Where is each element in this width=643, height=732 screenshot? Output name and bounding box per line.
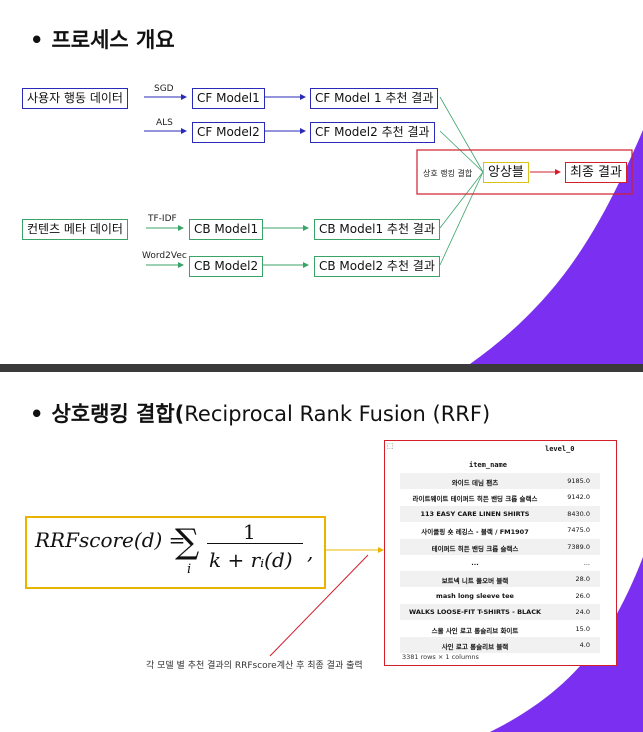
row-item-name: 테이퍼드 히든 밴딩 크롭 슬랙스 (431, 544, 519, 553)
cb-model1-result-box: CB Model1 추천 결과 (314, 219, 440, 240)
row-value: 4.0 (579, 641, 590, 649)
table-row: 113 EASY CARE LINEN SHIRTS 8430.0 (400, 505, 600, 522)
ensemble-box: 앙상블 (483, 162, 529, 183)
row-item-name: mash long sleeve tee (436, 591, 514, 600)
table-row: 라이트웨이트 테이퍼드 히든 밴딩 크롭 슬랙스 9142.0 (400, 489, 600, 505)
row-item-name: 보트넥 니트 풀오버 블랙 (441, 577, 509, 586)
cb-model1-box: CB Model1 (189, 219, 264, 240)
column-header: level_0 (545, 445, 575, 453)
formula-denominator: k + rᵢ(d) (209, 548, 293, 572)
ensemble-note: 상호 랭킹 결합 (423, 169, 473, 178)
ensemble-group-border (416, 149, 633, 195)
row-value: 8430.0 (567, 509, 590, 518)
table-footer: 3381 rows × 1 columns (402, 653, 479, 661)
user-behavior-data-box: 사용자 행동 데이터 (22, 88, 128, 109)
formula-sum-symbol: ∑ (175, 522, 200, 562)
formula-sum-index: i (187, 562, 192, 577)
final-result-box: 최종 결과 (565, 162, 627, 183)
row-item-name: 113 EASY CARE LINEN SHIRTS (420, 509, 530, 518)
row-value: 28.0 (575, 575, 590, 584)
table-row: 사인 로고 롱슬리브 블랙 4.0 (400, 637, 600, 653)
slide1-decoration (144, 94, 643, 364)
row-value: ... (583, 559, 590, 567)
row-value: 9185.0 (567, 477, 590, 485)
slide-process-overview: • 프로세스 개요 사용자 행동 데이터 컨텐츠 메타 데이터 SGD ALS T… (0, 0, 643, 364)
cf-model1-box: CF Model1 (192, 88, 265, 109)
cf-model2-result-box: CF Model2 추천 결과 (310, 122, 435, 143)
table-row: 와이드 데님 팬츠 9185.0 (400, 473, 600, 489)
table-row: WALKS LOOSE-FIT T-SHIRTS - BLACK 24.0 (400, 604, 600, 621)
slide2-decoration (269, 547, 643, 732)
table-row: 스몰 사인 로고 롱슬리브 화이트 15.0 (400, 621, 600, 637)
row-value: 9142.0 (567, 493, 590, 502)
method-label-word2vec: Word2Vec (142, 251, 187, 261)
table-row: 보트넥 니트 풀오버 블랙 28.0 (400, 571, 600, 588)
title-light-text: Reciprocal Rank Fusion (RRF) (184, 402, 491, 426)
page-title: • 상호랭킹 결합(Reciprocal Rank Fusion (RRF) (30, 398, 490, 428)
formula-fraction-bar (207, 543, 303, 544)
rrf-result-table: ⬚ level_0 item_name 와이드 데님 팬츠 9185.0 라이트웨이… (384, 440, 617, 666)
row-value: 7475.0 (567, 526, 590, 535)
row-value: 26.0 (575, 591, 590, 600)
purple-corner-shape (490, 557, 643, 732)
row-item-name: 사인 로고 롱슬리브 블랙 (441, 643, 509, 651)
page-title: • 프로세스 개요 (30, 24, 175, 54)
slide-rrf: • 상호랭킹 결합(Reciprocal Rank Fusion (RRF) RR… (0, 372, 643, 732)
cf-model2-box: CF Model2 (192, 122, 265, 143)
row-item-name: 와이드 데님 팬츠 (451, 479, 499, 487)
rrf-formula: RRFscore(d) = ∑ i 1 k + rᵢ(d) , (35, 520, 313, 577)
table-row: mash long sleeve tee 26.0 (400, 588, 600, 604)
cf-model1-result-box: CF Model 1 추천 결과 (310, 88, 439, 109)
row-value: 24.0 (575, 608, 590, 617)
table-row: 사이클링 숏 레깅스 - 블랙 / FM1907 7475.0 (400, 522, 600, 538)
method-label-als: ALS (156, 118, 173, 128)
title-bold-text: 상호랭킹 결합( (51, 402, 185, 426)
title-bullet: • (30, 28, 44, 52)
table-row: 테이퍼드 히든 밴딩 크롭 슬랙스 7389.0 (400, 538, 600, 555)
row-item-name: 사이클링 숏 레깅스 - 블랙 / FM1907 (421, 528, 529, 537)
content-meta-data-box: 컨텐츠 메타 데이터 (22, 219, 128, 240)
row-item-name: WALKS LOOSE-FIT T-SHIRTS - BLACK (408, 608, 542, 617)
rrf-caption: 각 모델 별 추천 결과의 RRFscore계산 후 최종 결과 출력 (146, 661, 363, 671)
table-row: ...... (400, 555, 600, 571)
method-label-tfidf: TF-IDF (148, 214, 177, 224)
formula-lhs: RRFscore(d) = (35, 528, 186, 552)
slide-divider (0, 364, 643, 372)
row-item-name: 스몰 사인 로고 롱슬리브 화이트 (431, 626, 519, 635)
cb-model2-box: CB Model2 (189, 256, 264, 277)
formula-comma: , (307, 540, 314, 564)
title-bullet: • (30, 402, 44, 426)
title-text: 프로세스 개요 (51, 28, 175, 52)
row-value: 15.0 (575, 624, 590, 633)
purple-corner-shape (470, 130, 643, 364)
rrf-formula-box: RRFscore(d) = ∑ i 1 k + rᵢ(d) , (25, 516, 326, 589)
method-label-sgd: SGD (154, 84, 174, 94)
row-item-name: 라이트웨이트 테이퍼드 히든 밴딩 크롭 슬랙스 (412, 495, 538, 504)
cb-model2-result-box: CB Model2 추천 결과 (314, 256, 440, 277)
row-item-name: ... (471, 559, 479, 567)
table-icon: ⬚ (387, 442, 394, 450)
row-value: 7389.0 (567, 542, 590, 551)
index-name-header: item_name (469, 461, 507, 469)
formula-numerator: 1 (243, 520, 256, 544)
